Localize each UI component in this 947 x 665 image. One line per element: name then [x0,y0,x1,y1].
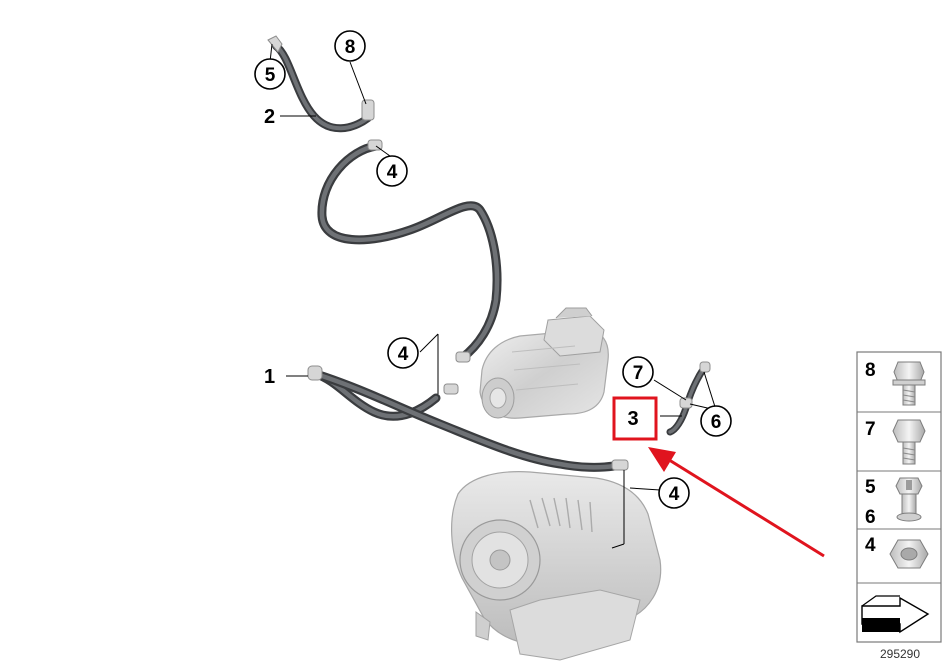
threaded-sleeve-icon [895,477,923,522]
svg-text:7: 7 [633,363,644,384]
svg-text:4: 4 [669,484,680,505]
callout-5: 5 [254,58,286,90]
legend-label-6: 6 [865,507,876,528]
alternator [451,471,662,661]
highlight-box-part-3: 3 [612,396,658,441]
callout-4-middle: 4 [387,337,419,369]
hex-nut-icon [889,539,929,569]
bolt-icon [892,361,926,406]
legend-label-8: 8 [865,360,876,381]
legend-label-4: 4 [865,535,876,556]
red-arrow [648,447,825,558]
hex-bolt-icon [892,419,926,465]
cable-1-upper [317,141,502,363]
svg-text:4: 4 [387,162,398,183]
legend-label-7: 7 [865,419,876,440]
cable-1-lower [311,369,619,472]
label-1: 1 [264,366,275,388]
direction-arrow-icon [861,595,930,634]
label-3: 3 [627,408,638,430]
svg-text:8: 8 [345,37,356,58]
callout-7: 7 [622,356,654,388]
label-2: 2 [264,106,275,128]
starter-motor [479,307,609,419]
svg-text:5: 5 [265,65,276,86]
callout-8: 8 [334,30,366,62]
cable-terminals [267,35,711,471]
svg-text:6: 6 [711,412,722,433]
callout-4-bottom: 4 [658,477,690,509]
diagram-reference-number: 295290 [880,647,920,661]
fastener-legend: 8 7 5 6 4 [856,351,942,643]
legend-label-5: 5 [865,477,876,498]
callout-6: 6 [700,405,732,437]
callout-4-top: 4 [376,155,408,187]
svg-text:4: 4 [398,344,409,365]
leader-lines [269,43,717,549]
